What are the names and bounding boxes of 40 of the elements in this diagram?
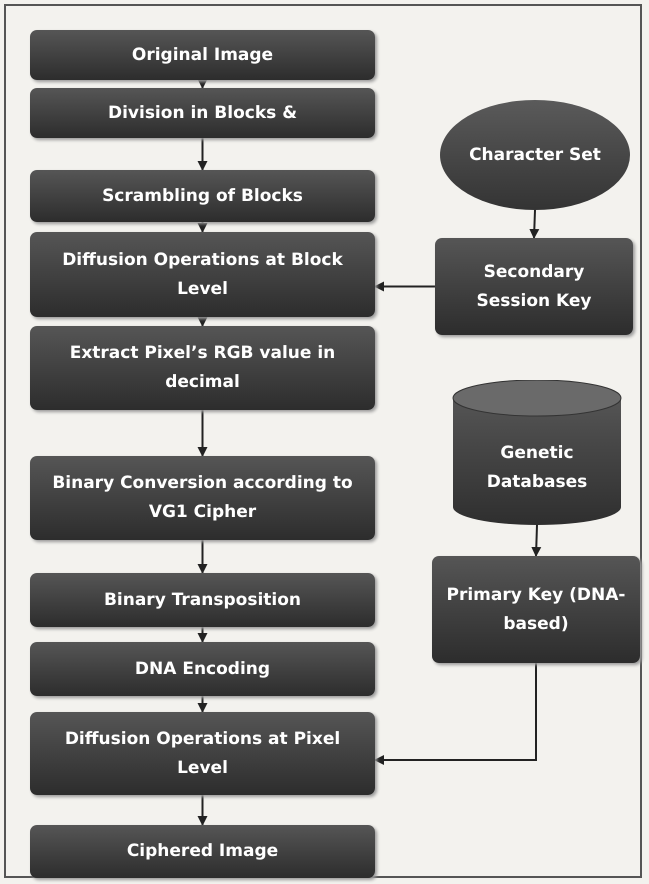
arrow (198, 222, 208, 233)
process-box (30, 326, 375, 410)
node-label: Scrambling of Blocks (102, 184, 303, 208)
arrow (198, 540, 208, 574)
arrow (374, 282, 435, 292)
process-box (30, 170, 375, 222)
process-box (435, 238, 633, 335)
arrow (198, 79, 208, 89)
arrow (198, 317, 208, 327)
arrow (531, 524, 542, 557)
arrow (374, 663, 537, 765)
node-label: Diffusion Operations at Pixel Level (64, 728, 342, 780)
process-box (30, 88, 375, 138)
arrow (198, 627, 208, 643)
arrow (198, 696, 208, 713)
node-label: Binary Conversion according to VG1 Cipher (51, 472, 354, 524)
node-label: Original Image (132, 44, 274, 67)
process-box (30, 573, 375, 627)
process-box (432, 556, 640, 663)
arrow (198, 410, 208, 457)
arrow (529, 210, 540, 239)
node-label: Ciphered Image (126, 840, 278, 864)
arrow (198, 795, 208, 826)
node-label: DNA Encoding (134, 658, 270, 681)
process-box (30, 456, 375, 540)
process-box (30, 232, 375, 317)
node-label: Primary Key (DNA-based) (446, 584, 626, 636)
node-label: Extract Pixel’s RGB value in decimal (68, 342, 336, 394)
node-label: Genetic Databases (486, 442, 588, 494)
node-label: Division in Blocks & (108, 102, 298, 125)
process-box (30, 642, 375, 696)
node-label: Character Set (469, 144, 601, 167)
process-box (30, 825, 375, 878)
node-label: Secondary Session Key (475, 260, 593, 312)
process-box (30, 712, 375, 795)
node-label: Diffusion Operations at Block Level (61, 248, 344, 300)
process-box (30, 30, 375, 80)
node-label: Binary Transposition (104, 588, 302, 612)
arrow (198, 138, 208, 171)
database-cylinder (452, 380, 622, 525)
